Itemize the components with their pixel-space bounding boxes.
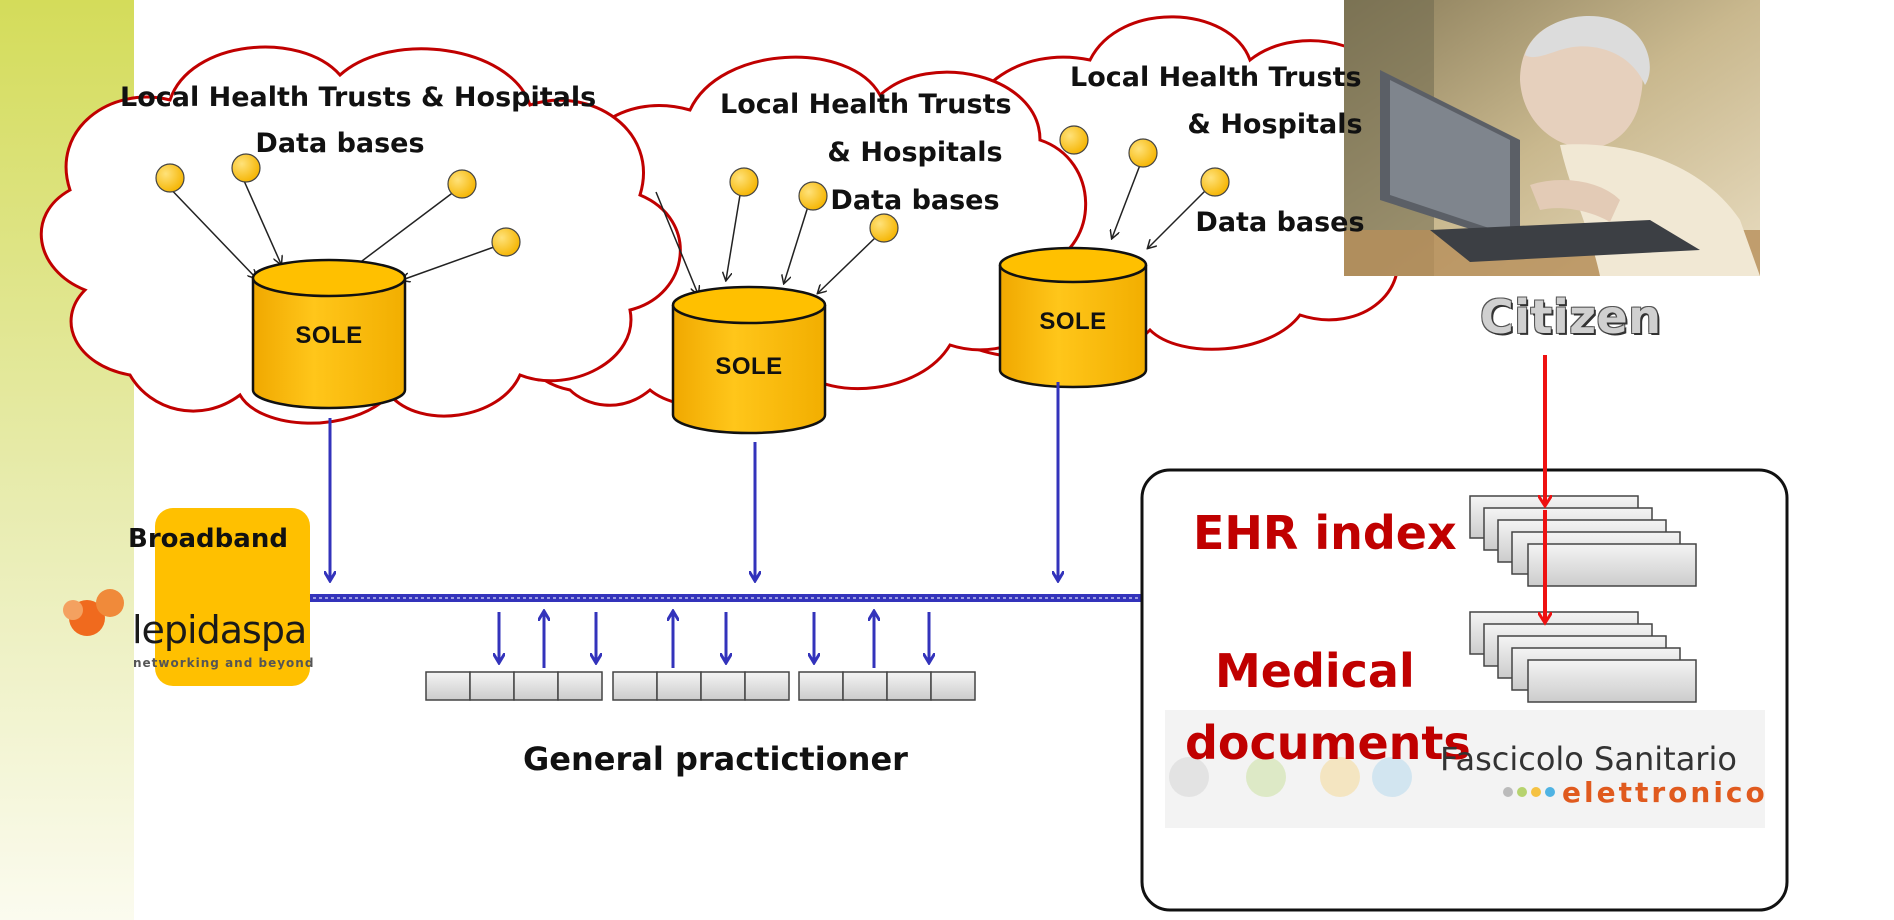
citizen-photo [1344, 0, 1760, 276]
sole-db-3-label: SOLE [1039, 308, 1107, 335]
sole-db-1 [251, 258, 407, 410]
cloud-1-title-line2: Data bases [255, 128, 425, 159]
cloud-3-nodes [1059, 125, 1230, 248]
lepida-tagline: networking and beyond [133, 656, 315, 670]
cloud-2-title-line3: Data bases [830, 185, 1000, 216]
sole-to-backbone-arrows [330, 382, 1058, 580]
citizen-label: Citizen [1480, 290, 1662, 344]
gp-exchange-arrows [499, 612, 929, 668]
cloud-2-nodes [655, 167, 899, 294]
medical-documents-line1: Medical [1215, 644, 1415, 698]
cloud-1-nodes [155, 153, 521, 280]
general-practitioner-label: General practictioner [523, 740, 908, 778]
cloud-3-title-line1: Local Health Trusts [1070, 62, 1362, 93]
cloud-2-title-line1: Local Health Trusts [720, 89, 1012, 120]
broadband-label: Broadband [128, 524, 288, 554]
medical-documents-stack [1469, 611, 1697, 703]
sole-db-2 [671, 285, 827, 435]
gp-record-strips [425, 671, 976, 701]
lepida-logo-text: lepidaspa [132, 608, 307, 652]
ehr-index-label: EHR index [1193, 506, 1457, 560]
sole-db-2-label: SOLE [715, 353, 783, 380]
fse-logo-line1: Fascicolo Sanitario [1440, 740, 1737, 778]
ehr-index-stack [1469, 495, 1697, 587]
lepida-logo [63, 508, 310, 686]
cloud-3-title-line3: Data bases [1195, 207, 1365, 238]
cloud-2-title-line2: & Hospitals [827, 137, 1003, 168]
sole-db-3 [998, 246, 1148, 389]
fse-logo-line2: elettronico [1562, 776, 1768, 809]
cloud-3-title-line2: & Hospitals [1187, 109, 1363, 140]
sole-db-1-label: SOLE [295, 322, 363, 349]
medical-documents-line2: documents [1185, 716, 1471, 770]
cloud-1-title-line1: Local Health Trusts & Hospitals [120, 82, 597, 113]
